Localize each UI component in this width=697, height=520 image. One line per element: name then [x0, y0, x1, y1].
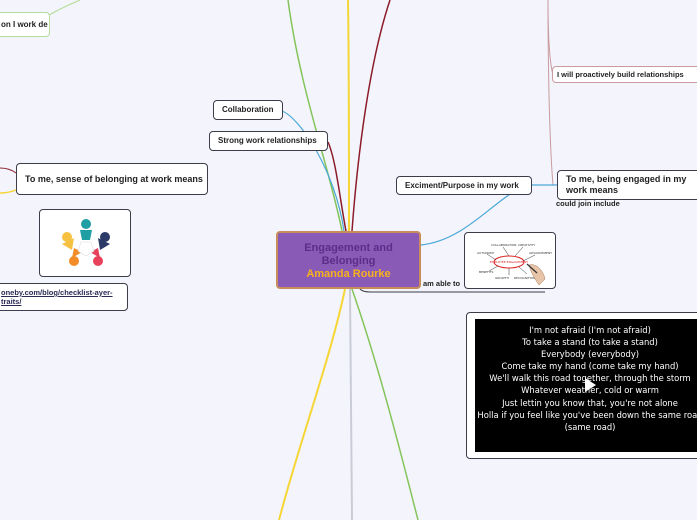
- node-could-join-label: could join include: [556, 199, 620, 208]
- node-belonging-means[interactable]: To me, sense of belonging at work means: [16, 163, 208, 195]
- node-able-to[interactable]: am able to: [423, 279, 460, 288]
- whiteboard-diagram-icon: COLLABORATION CREATIVITY AUTONOMY ADVANC…: [477, 243, 552, 286]
- node-belonging-means-label: To me, sense of belonging at work means: [25, 173, 203, 184]
- diagram-word: CREATIVITY: [518, 243, 535, 247]
- node-could-join[interactable]: could join include: [556, 199, 620, 208]
- node-excitement-purpose[interactable]: Exciment/Purpose in my work: [396, 176, 532, 195]
- node-able-to-label: am able to: [423, 279, 461, 288]
- lyric-line: Holla if you feel like you've been down …: [477, 409, 697, 420]
- lyric-line: (same road): [564, 421, 616, 432]
- node-excitement-purpose-label: Exciment/Purpose in my work: [405, 180, 519, 190]
- node-strong-relationships-label: Strong work relationships: [218, 136, 317, 145]
- team-circle-icon: [62, 219, 110, 266]
- lyric-line: Everybody (everybody): [540, 349, 640, 360]
- diagram-word: GROWTH: [495, 276, 509, 280]
- diagram-word: EMPLOYEE ENGAGEMENT: [490, 260, 528, 264]
- play-icon[interactable]: [585, 378, 596, 392]
- node-collaboration-label: Collaboration: [222, 105, 274, 114]
- lyric-line: Come take my hand (come take my hand): [501, 361, 679, 372]
- image-team-circle[interactable]: [39, 209, 131, 277]
- node-engaged-means-label: To me, being engaged in my work means: [566, 174, 687, 195]
- diagram-word: BENEFITS: [479, 270, 494, 274]
- image-engagement-diagram[interactable]: COLLABORATION CREATIVITY AUTONOMY ADVANC…: [464, 232, 556, 289]
- diagram-word: AUTONOMY: [477, 251, 495, 255]
- central-title: Engagement and Belonging: [304, 242, 393, 267]
- central-topic[interactable]: Engagement and Belonging Amanda Rourke: [276, 231, 421, 289]
- node-strong-relationships[interactable]: Strong work relationships: [209, 131, 328, 151]
- partial-node-top-left-label: on I work de: [1, 19, 48, 29]
- lyric-line: To take a stand (to take a stand): [522, 337, 658, 348]
- diagram-word: COLLABORATION: [491, 243, 516, 247]
- diagram-word: ADVANCEMENT: [529, 251, 552, 255]
- video-embed[interactable]: I'm not afraid (I'm not afraid) To take …: [466, 312, 697, 459]
- diagram-word: RECOGNITION: [514, 276, 535, 280]
- node-collaboration[interactable]: Collaboration: [213, 100, 283, 120]
- lyric-line: Just lettin you know that, you're not al…: [502, 397, 678, 408]
- node-link[interactable]: oneby.com/blog/checklist-ayer-traits/: [0, 283, 128, 311]
- node-proactive-relationships[interactable]: I will proactively build relationships: [552, 66, 697, 83]
- video-screen[interactable]: I'm not afraid (I'm not afraid) To take …: [475, 319, 697, 452]
- node-proactive-relationships-label: I will proactively build relationships: [557, 69, 684, 79]
- checklist-link[interactable]: oneby.com/blog/checklist-ayer-traits/: [1, 288, 113, 306]
- partial-node-top-left[interactable]: on I work de: [0, 12, 50, 37]
- central-author: Amanda Rourke: [306, 268, 391, 280]
- node-engaged-means[interactable]: To me, being engaged in my work means: [557, 170, 697, 200]
- lyric-line: I'm not afraid (I'm not afraid): [529, 325, 651, 335]
